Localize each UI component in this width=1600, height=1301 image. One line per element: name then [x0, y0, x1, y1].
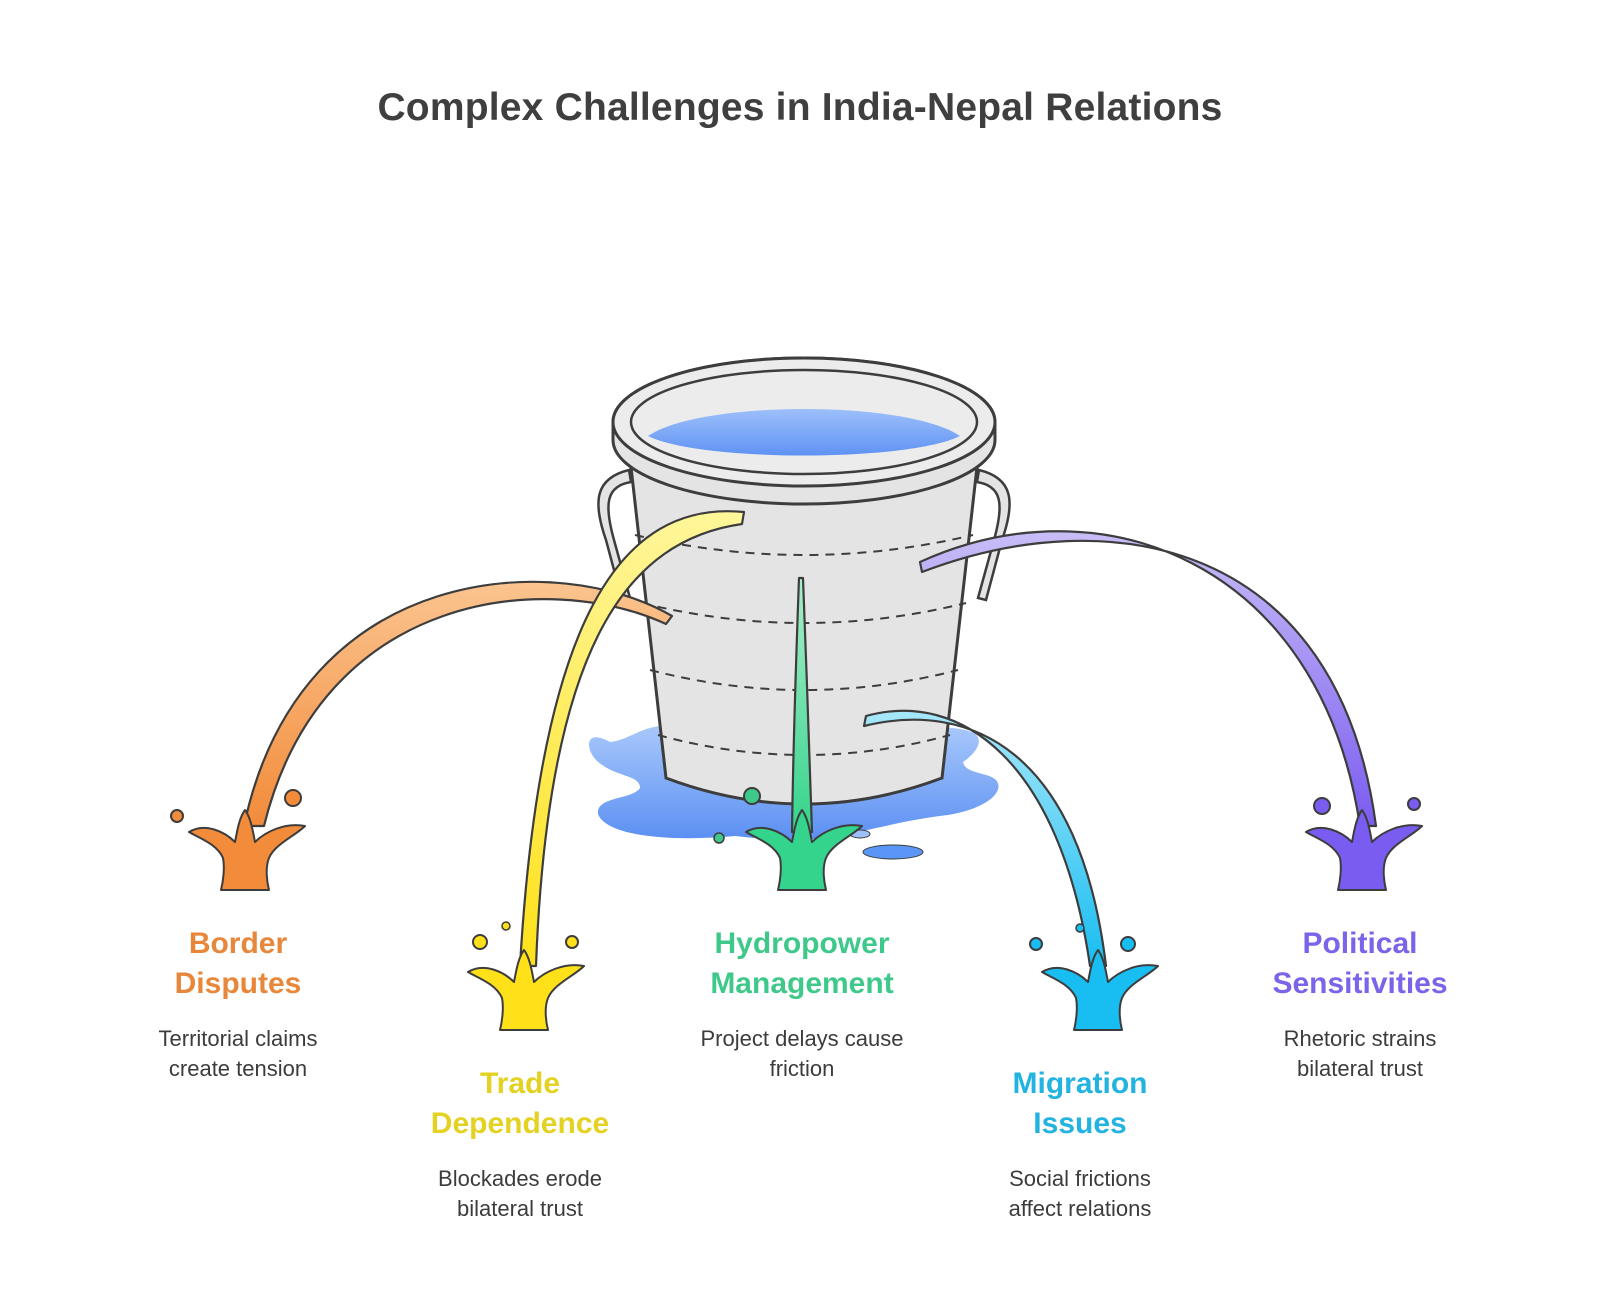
item-heading: Migration Issues	[1012, 1067, 1148, 1140]
item-heading: Trade Dependence	[430, 1067, 610, 1140]
splash-purple	[1305, 797, 1423, 891]
item-heading: Border Disputes	[174, 927, 302, 1000]
splash-yellow	[467, 921, 585, 1031]
item-political-sensitivities: Political Sensitivities Rhetoric strains…	[1210, 924, 1510, 1084]
item-hydropower-management: Hydropower Management Project delays cau…	[652, 924, 952, 1084]
diagram-title: Complex Challenges in India-Nepal Relati…	[377, 86, 1223, 129]
item-migration-issues: Migration Issues Social frictions affect…	[930, 1064, 1230, 1224]
item-description: Rhetoric strains bilateral trust	[1283, 1026, 1437, 1081]
item-heading: Hydropower Management	[710, 927, 894, 1000]
splash-cyan	[1029, 923, 1159, 1031]
stream-migration-issues	[862, 709, 1108, 968]
stream-border-disputes	[242, 580, 674, 828]
item-description: Territorial claims create tension	[158, 1026, 318, 1081]
stream-political-sensitivities	[918, 530, 1378, 828]
stream-hydropower-management	[790, 576, 814, 834]
splash-green	[745, 809, 863, 891]
item-description: Social frictions affect relations	[1008, 1166, 1152, 1221]
splash-orange	[170, 789, 306, 891]
item-border-disputes: Border Disputes Territorial claims creat…	[88, 924, 388, 1084]
item-description: Project delays cause friction	[700, 1026, 904, 1081]
item-description: Blockades erode bilateral trust	[438, 1166, 602, 1221]
item-heading: Political Sensitivities	[1272, 927, 1448, 1000]
item-trade-dependence: Trade Dependence Blockades erode bilater…	[370, 1064, 670, 1224]
